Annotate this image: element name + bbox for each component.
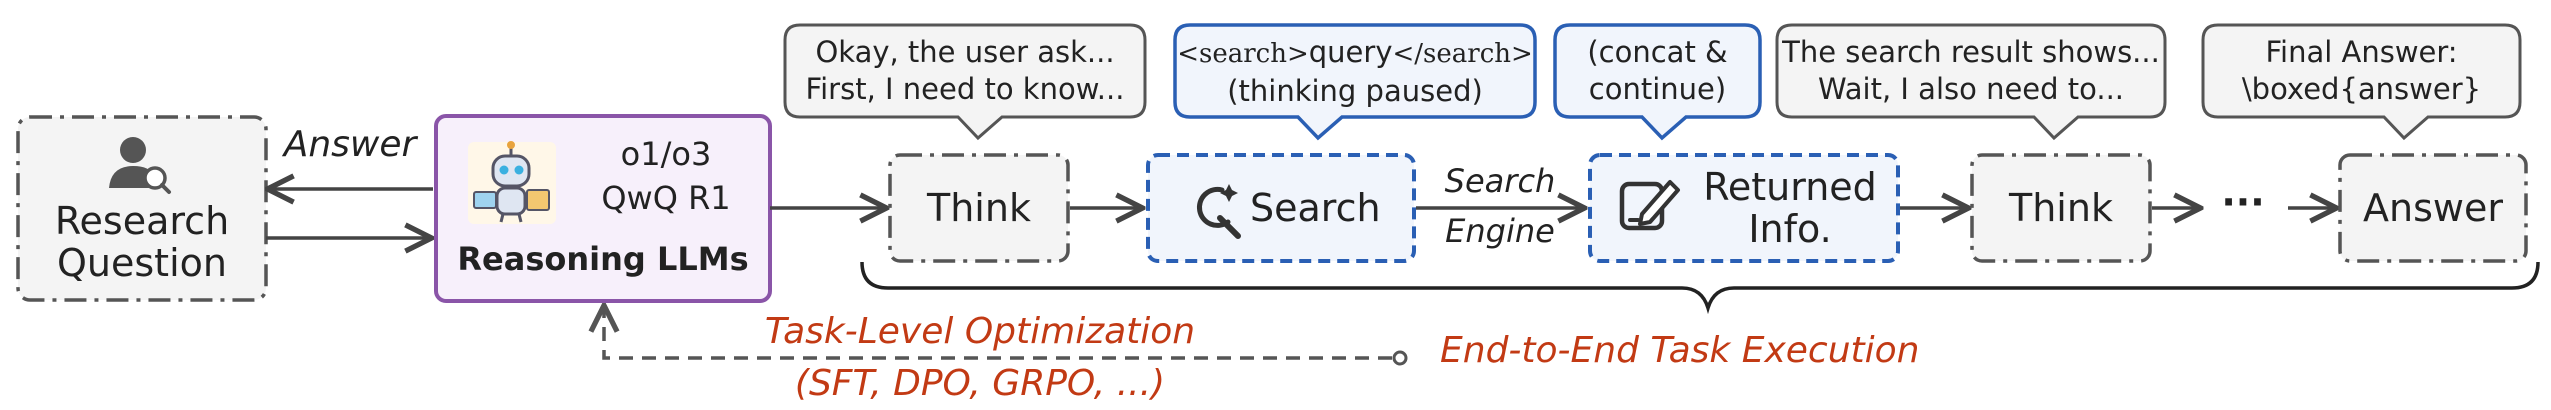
bubble-1 [783, 23, 1147, 141]
returned-info-box [1588, 153, 1900, 263]
bubble-5 [2201, 23, 2522, 141]
magnifier-icon [1197, 184, 1241, 239]
bubble-4 [1775, 23, 2167, 141]
search-engine-label: Search Engine [1444, 162, 1556, 250]
robot-icon [468, 141, 556, 224]
bubble-3-text: (concat & continue) [1587, 35, 1728, 106]
feedback-origin-dot [1392, 350, 1408, 366]
edit-note-icon [1619, 180, 1680, 231]
search-query: query [1308, 35, 1393, 69]
returned-info-label: Returned Info. [1703, 165, 1877, 251]
ellipsis: ··· [2221, 180, 2265, 224]
llm-title: Reasoning LLMs [457, 240, 749, 278]
final-answer-label: Answer [2363, 186, 2503, 230]
think-label-2: Think [2009, 186, 2113, 230]
bubble-4-text: The search result shows... Wait, I also … [1782, 35, 2160, 106]
research-question-label: Research Question [54, 199, 230, 285]
bubble-2-text: <search>query</search> (thinking paused) [1177, 35, 1533, 108]
search-close-tag: </search> [1392, 39, 1533, 69]
search-open-tag: <search> [1177, 39, 1309, 69]
think-label-1: Think [927, 186, 1031, 230]
task-optimization-label: Task-Level Optimization (SFT, DPO, GRPO,… [764, 311, 1196, 404]
person-search-icon [109, 137, 171, 194]
execution-brace [860, 261, 2540, 315]
final-answer-box [2338, 153, 2528, 263]
bubble-5-text: Final Answer: \boxed{answer} [2241, 35, 2482, 106]
think-box-2 [1970, 153, 2152, 263]
end-to-end-label: End-to-End Task Execution [1440, 330, 1920, 371]
search-label: Search [1250, 186, 1381, 230]
optimization-feedback-arrow [604, 308, 1392, 360]
think-box-1 [888, 153, 1070, 263]
llm-models-label: o1/o3 QwQ R1 [601, 135, 731, 217]
research-question-box [16, 115, 268, 302]
bubble-3 [1553, 23, 1762, 141]
answer-edge-label: Answer [283, 124, 417, 165]
bubble-1-text: Okay, the user ask... First, I need to k… [805, 35, 1125, 106]
search-box [1146, 153, 1416, 263]
bubble-2 [1173, 23, 1537, 141]
